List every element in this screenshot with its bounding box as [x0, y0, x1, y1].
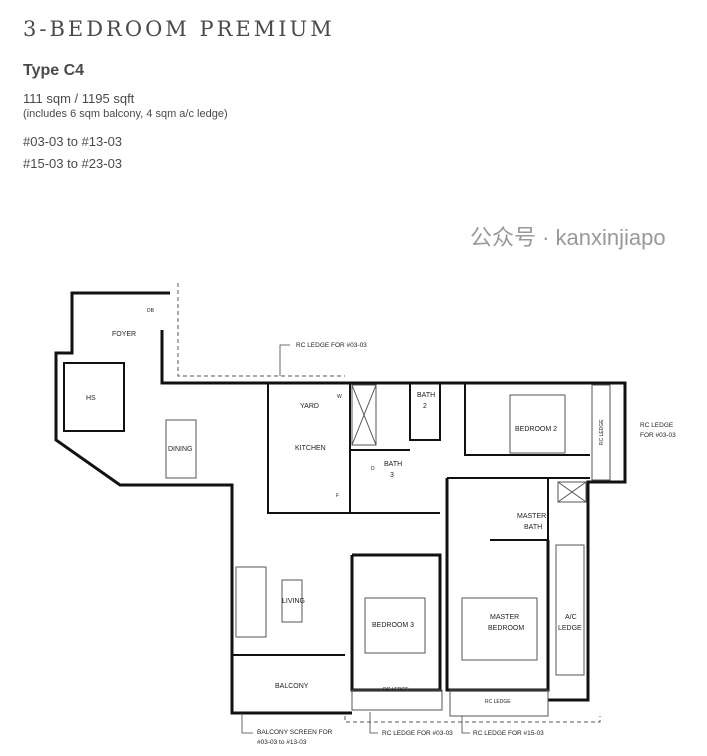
label-rc-ledge-2: RC LEDGE — [485, 699, 511, 705]
label-bath2: BATH — [417, 392, 435, 399]
label-dryer: D — [371, 466, 375, 472]
page-title: 3-BEDROOM PREMIUM — [23, 17, 335, 41]
label-hs: HS — [86, 395, 96, 402]
label-bath2-num: 2 — [423, 403, 427, 410]
unit-range-1: #03-03 to #13-03 — [23, 134, 123, 149]
label-balcony: BALCONY — [275, 683, 309, 690]
note-rc-ledge-0303: RC LEDGE FOR #03-03 — [382, 730, 453, 737]
label-rc-ledge-1: RC LEDGE — [383, 687, 409, 693]
label-db: DB — [147, 308, 155, 314]
label-master-bedroom-2: BEDROOM — [488, 625, 524, 632]
label-bedroom2: BEDROOM 2 — [515, 426, 557, 433]
label-fridge: F — [336, 493, 339, 499]
area-note: (includes 6 sqm balcony, 4 sqm a/c ledge… — [23, 108, 228, 120]
fixtures — [165, 283, 611, 723]
note-rc-ledge-top: RC LEDGE FOR #03-03 — [296, 342, 367, 349]
label-foyer: FOYER — [112, 331, 136, 338]
label-master-bedroom: MASTER — [490, 614, 519, 621]
note-rc-ledge-1503: RC LEDGE FOR #15-03 — [473, 730, 544, 737]
label-master-bath: MASTER — [517, 513, 546, 520]
watermark: 公众号 · kanxinjiapo — [470, 225, 666, 250]
label-bath3-num: 3 — [390, 472, 394, 479]
label-bath3: BATH — [384, 461, 402, 468]
walls — [54, 291, 627, 715]
label-yard: YARD — [300, 403, 319, 410]
note-rc-ledge-right: RC LEDGE — [640, 422, 674, 429]
note-rc-ledge-right-2: FOR #03-03 — [640, 432, 676, 439]
unit-area: 111 sqm / 1195 sqft — [23, 91, 135, 106]
label-kitchen: KITCHEN — [295, 445, 326, 452]
label-ac-ledge: A/C — [565, 614, 577, 621]
note-balcony-screen: BALCONY SCREEN FOR — [257, 729, 333, 736]
note-balcony-screen-2: #03-03 to #13-03 — [257, 739, 307, 746]
unit-range-2: #15-03 to #23-03 — [23, 156, 123, 171]
label-washer: W — [337, 394, 342, 400]
label-living: LIVING — [282, 598, 305, 605]
unit-type: Type C4 — [23, 62, 85, 79]
label-bedroom3: BEDROOM 3 — [372, 622, 414, 629]
label-ac-ledge-2: LEDGE — [558, 625, 582, 632]
annotations: RC LEDGE FOR #03-03 RC LEDGE FOR #03-03 … — [241, 342, 676, 746]
label-master-bath-2: BATH — [524, 524, 542, 531]
room-labels: FOYER DB HS DINING YARD KITCHEN W D F BA… — [86, 308, 605, 705]
label-dining: DINING — [168, 446, 193, 453]
label-rc-ledge-vertical: RC LEDGE — [599, 419, 605, 445]
